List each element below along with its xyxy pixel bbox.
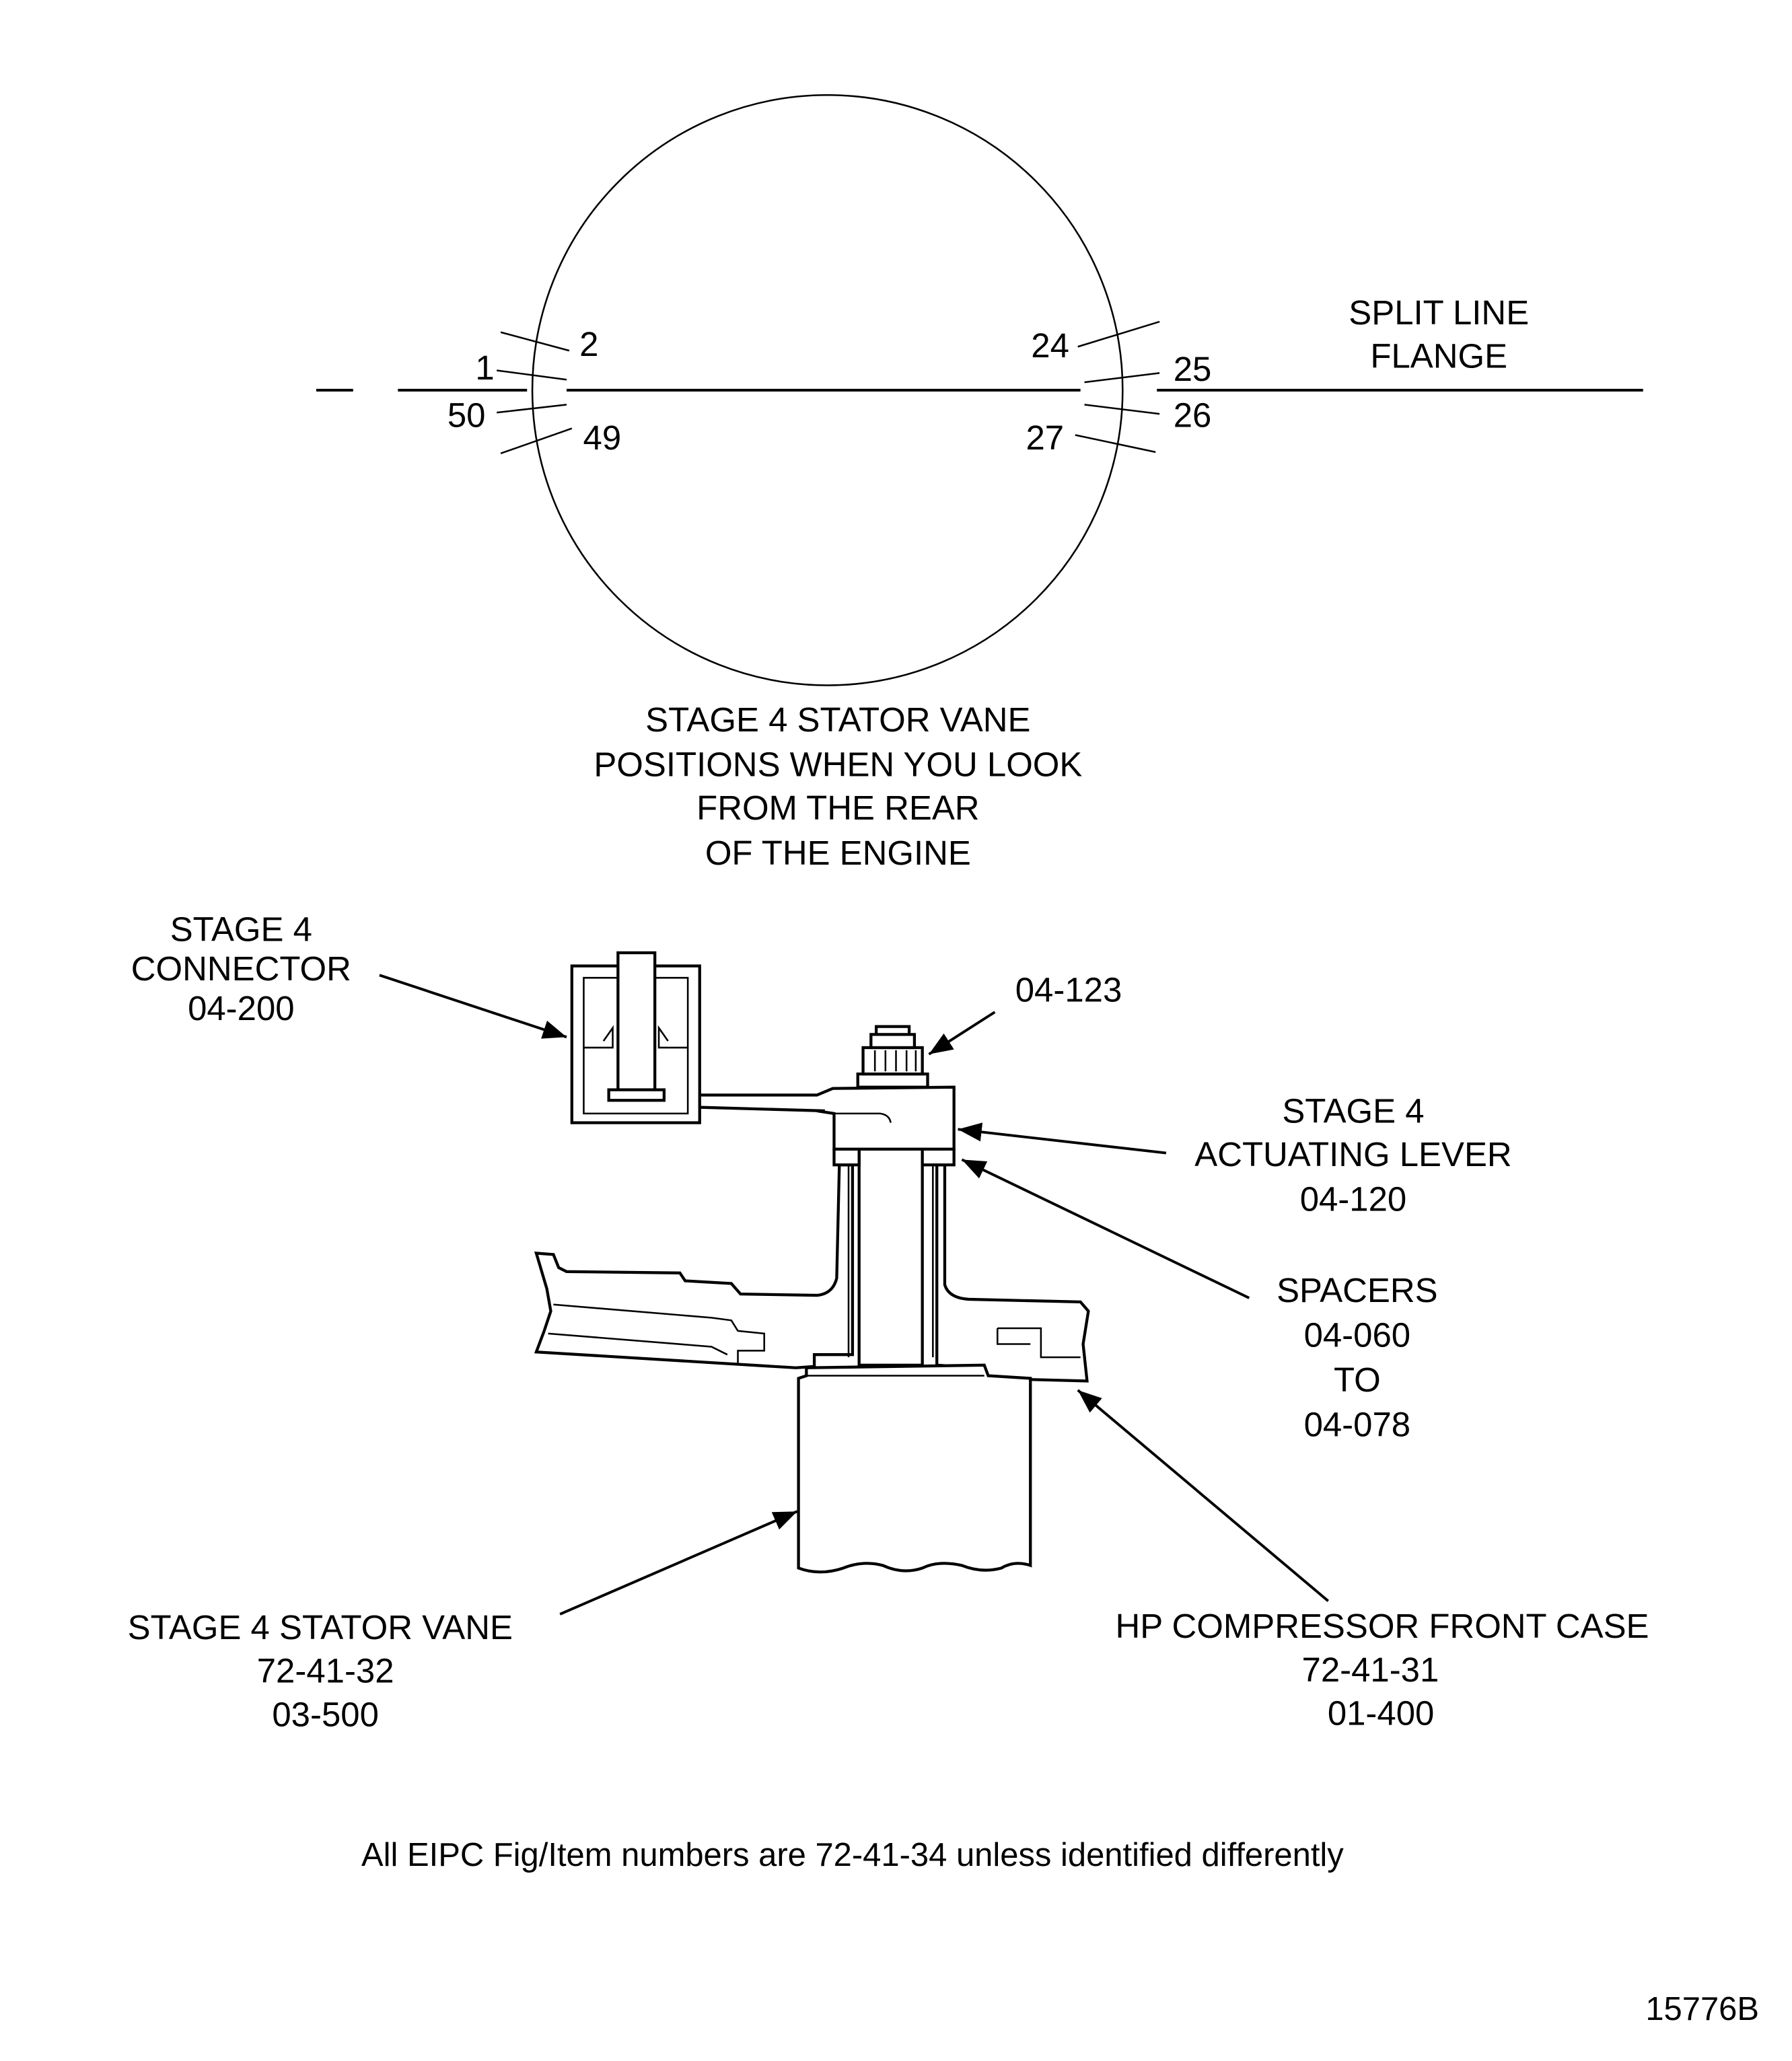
split-line-label: SPLIT LINE [1349, 293, 1529, 332]
flange-label: FLANGE [1370, 337, 1507, 375]
caption-line: FROM THE REAR [696, 789, 979, 827]
callout-lever: STAGE 4 ACTUATING LEVER 04-120 [1194, 1092, 1511, 1219]
vane-label-2: 2 [579, 325, 598, 363]
vane-label-26: 26 [1174, 396, 1212, 435]
callout-text: TO [1334, 1361, 1381, 1399]
callout-text: CONNECTOR [131, 949, 351, 988]
engine-circle [531, 94, 1124, 686]
stage4-connector [570, 951, 701, 1124]
callout-text: 72-41-31 [1302, 1651, 1439, 1689]
vane-label-50: 50 [447, 396, 486, 435]
stator-vane-body [797, 1363, 1032, 1574]
lever-nut [856, 1025, 929, 1089]
connector-arrow [379, 974, 567, 1039]
spacers-arrow [961, 1158, 1250, 1299]
vane-label-49: 49 [583, 419, 622, 457]
vane-stem [857, 1147, 924, 1367]
callout-stator-vane: STAGE 4 STATOR VANE 72-41-32 03-500 [128, 1608, 513, 1733]
spacer-right [921, 1147, 956, 1167]
callout-text: 04-060 [1304, 1315, 1411, 1354]
leader-arrows [379, 974, 1330, 1616]
callout-text: STAGE 4 [1282, 1092, 1424, 1130]
circle-caption: STAGE 4 STATOR VANE POSITIONS WHEN YOU L… [594, 700, 1082, 872]
caption-line: POSITIONS WHEN YOU LOOK [594, 746, 1082, 784]
vane-position-ticks [497, 320, 1160, 455]
callout-front-case: HP COMPRESSOR FRONT CASE 72-41-31 01-400 [1116, 1607, 1649, 1732]
mechanism-section [534, 951, 1090, 1574]
callout-text: 04-200 [188, 989, 295, 1027]
callout-text: 04-078 [1304, 1406, 1411, 1444]
callout-text: SPACERS [1277, 1271, 1438, 1309]
lever-arrow [958, 1122, 1167, 1155]
callout-text: 01-400 [1328, 1694, 1435, 1732]
engine-circle-view: 2 1 50 49 24 25 26 27 SPLIT LINE FLANGE [316, 94, 1643, 686]
callout-text: STAGE 4 STATOR VANE [128, 1608, 513, 1647]
callout-nut: 04-123 [1015, 970, 1122, 1009]
callout-text: STAGE 4 [170, 910, 312, 948]
callout-text: 04-120 [1300, 1180, 1407, 1219]
footnote: All EIPC Fig/Item numbers are 72-41-34 u… [361, 1837, 1344, 1873]
caption-line: STAGE 4 STATOR VANE [645, 700, 1030, 739]
vane-label-24: 24 [1031, 326, 1069, 365]
figure-id: 15776B [1645, 1991, 1759, 2027]
vane-label-25: 25 [1174, 350, 1212, 388]
vane-label-1: 1 [475, 349, 494, 387]
callout-text: ACTUATING LEVER [1194, 1135, 1511, 1173]
callout-spacers: SPACERS 04-060 TO 04-078 [1277, 1271, 1438, 1444]
callout-connector: STAGE 4 CONNECTOR 04-200 [131, 910, 351, 1027]
front-case-right [935, 1163, 1090, 1383]
nut-arrow [928, 1011, 996, 1056]
callout-text: 03-500 [272, 1695, 379, 1733]
stator-vane-arrow [559, 1510, 798, 1616]
front-case-arrow [1077, 1389, 1330, 1602]
vane-label-27: 27 [1026, 419, 1064, 457]
callout-text: HP COMPRESSOR FRONT CASE [1116, 1607, 1649, 1645]
callout-text: 72-41-32 [257, 1652, 394, 1690]
front-case-left [534, 1163, 855, 1369]
spacer-left [832, 1147, 861, 1167]
caption-line: OF THE ENGINE [705, 834, 971, 872]
